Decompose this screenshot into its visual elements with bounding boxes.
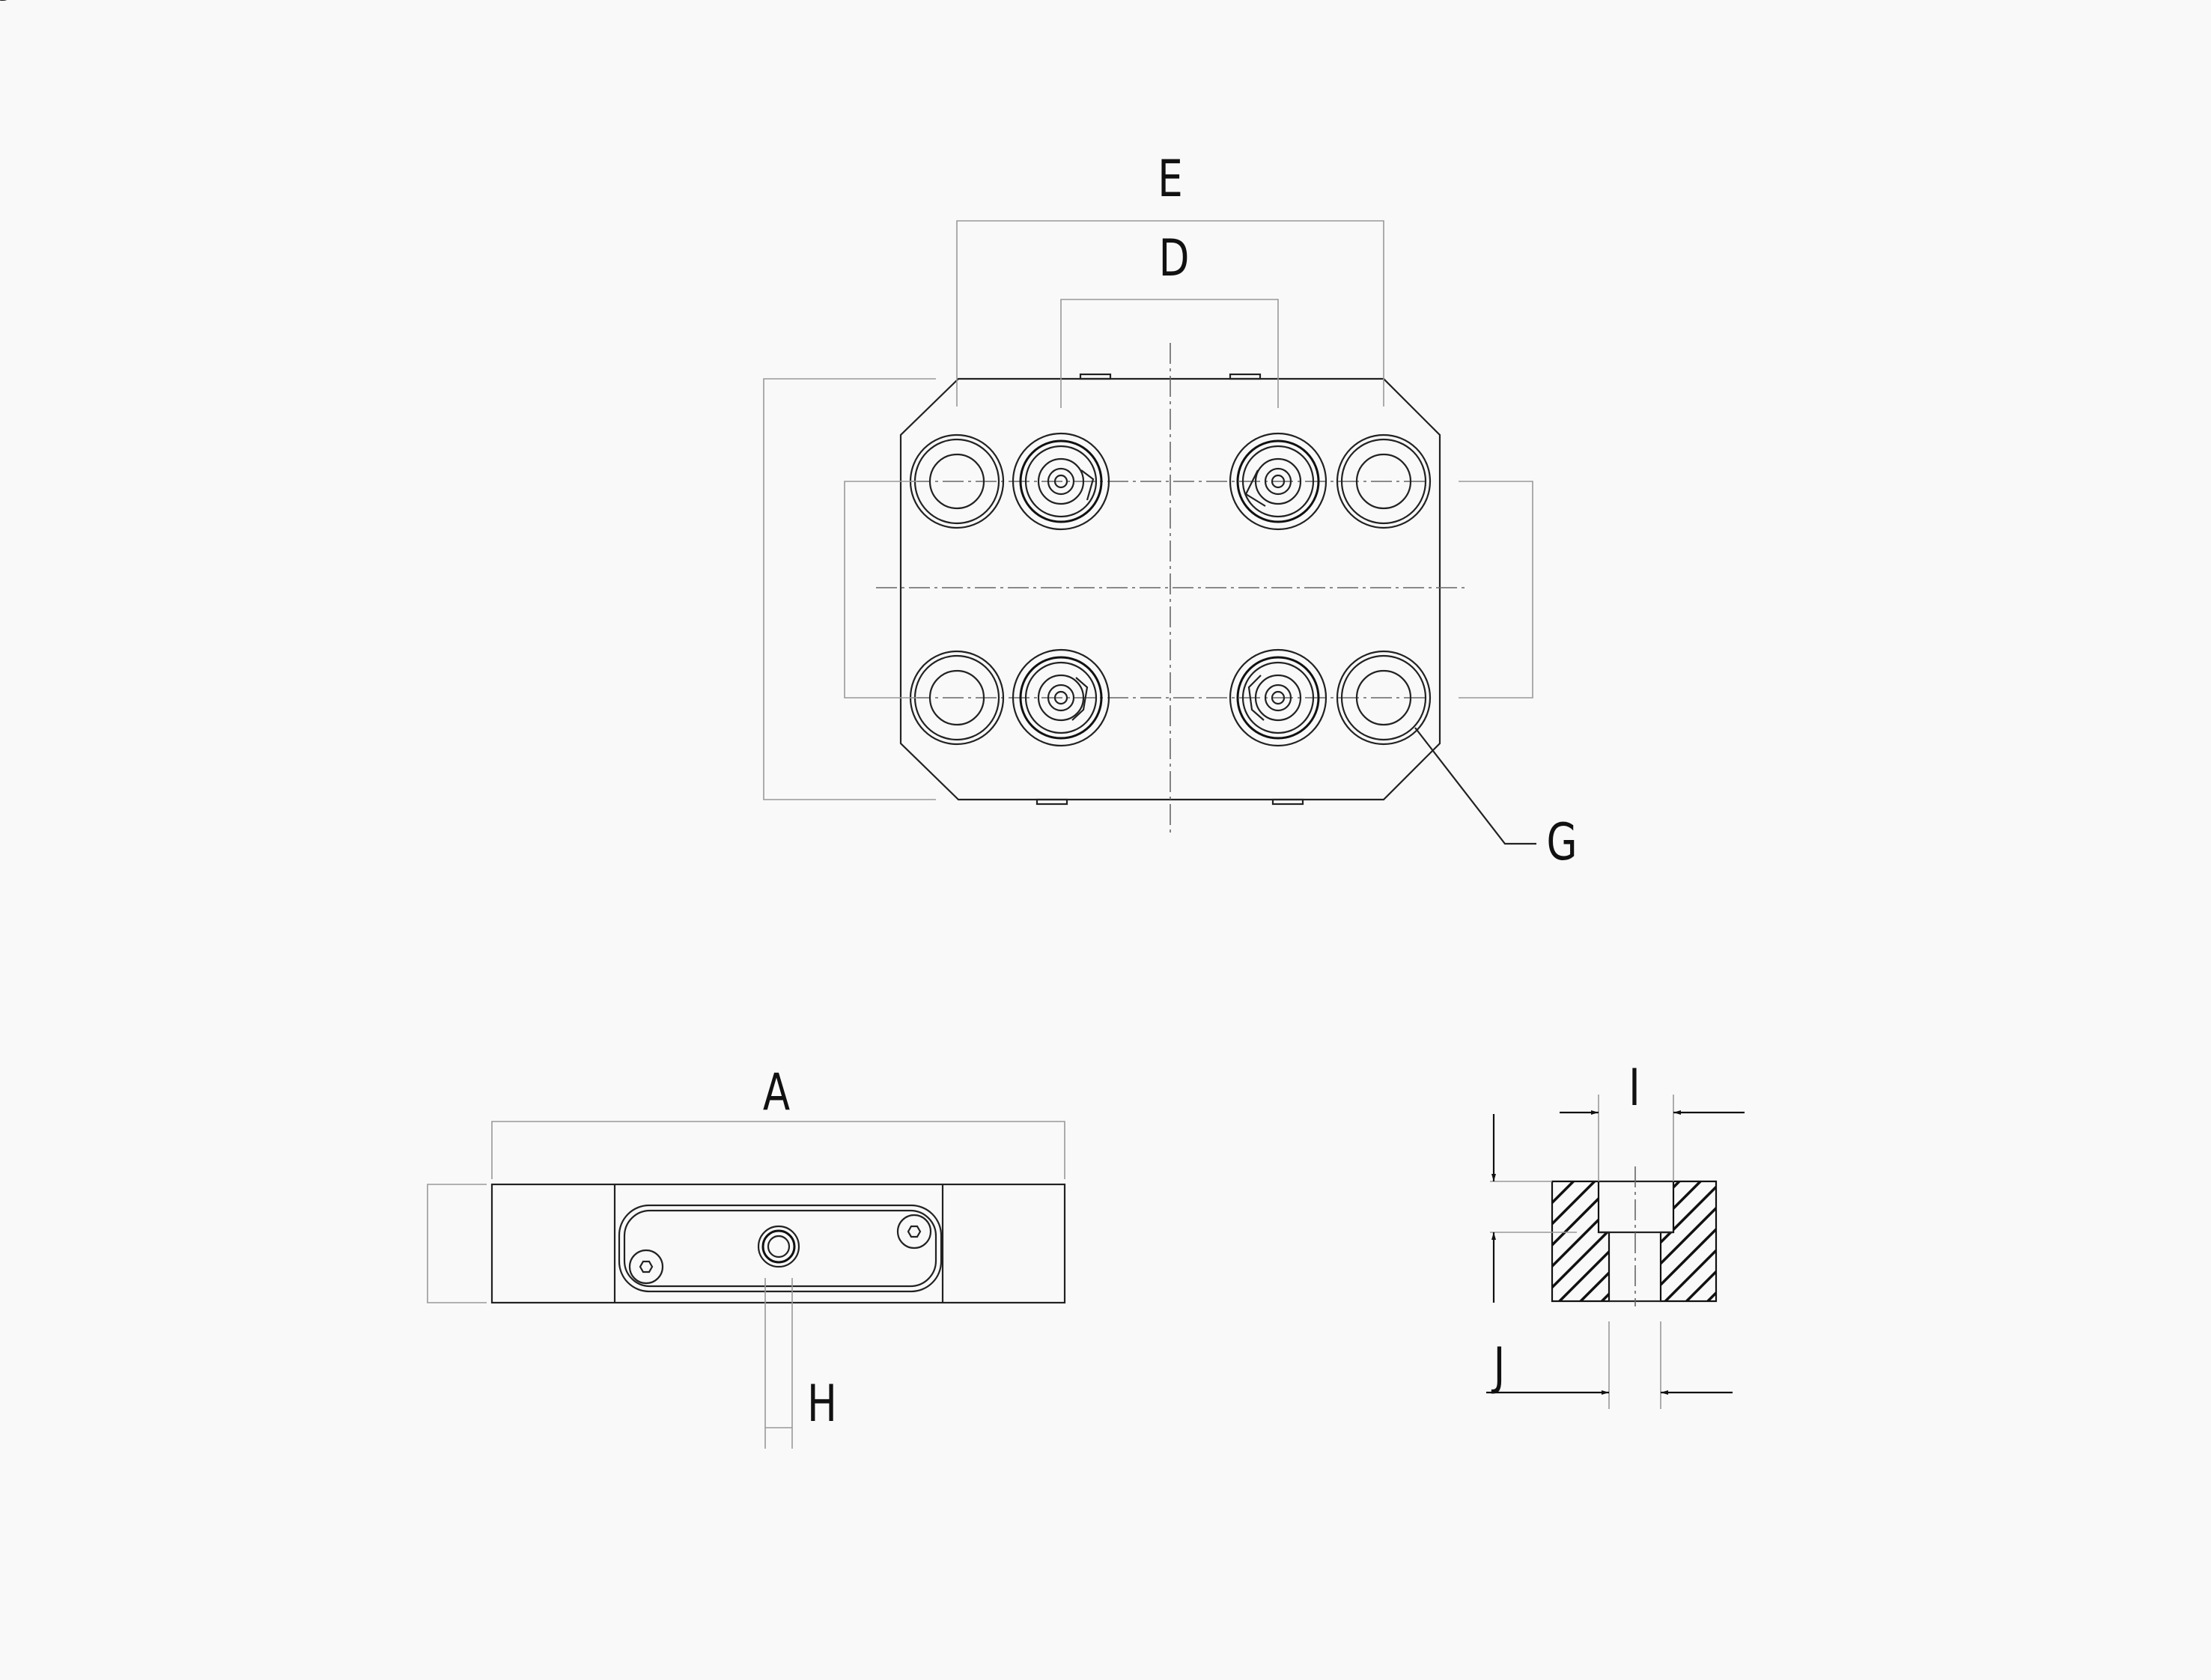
center-pin bbox=[757, 1225, 800, 1268]
top-tab-left bbox=[1079, 373, 1112, 380]
label-G: G bbox=[1546, 813, 1577, 872]
dim-D-left-line bbox=[844, 481, 917, 699]
dim-A-line bbox=[491, 1121, 1065, 1179]
label-A: A bbox=[763, 1063, 791, 1122]
bottom-tab-left bbox=[1035, 798, 1068, 806]
screw-right-icon bbox=[896, 1214, 932, 1250]
dim-E-line bbox=[956, 220, 1384, 407]
top-view bbox=[763, 220, 1536, 845]
label-K: K bbox=[0, 0, 14, 13]
dim-C-line bbox=[427, 1184, 487, 1303]
pin-top-right bbox=[1229, 432, 1327, 531]
label-I: I bbox=[1628, 1059, 1640, 1118]
label-D-left: D bbox=[0, 0, 15, 13]
pin-bottom-right bbox=[1229, 648, 1327, 747]
bore-bottom-right bbox=[1336, 650, 1432, 746]
screw-left-icon bbox=[628, 1249, 664, 1285]
pin-top-left bbox=[1012, 432, 1110, 531]
dim-H-line bbox=[764, 1278, 793, 1449]
section-hatch-right bbox=[1659, 1180, 1718, 1303]
bottom-tab-right bbox=[1271, 798, 1304, 806]
slot-inner bbox=[623, 1209, 937, 1288]
top-view-outline bbox=[899, 377, 1441, 801]
leader-G bbox=[1414, 727, 1536, 845]
label-F: F bbox=[0, 0, 11, 13]
section-hatch-left bbox=[1551, 1180, 1611, 1303]
front-view-outline bbox=[490, 1183, 1066, 1304]
label-J: J bbox=[1491, 1337, 1505, 1396]
label-D-top: D bbox=[1159, 229, 1190, 288]
label-C: C bbox=[0, 0, 14, 13]
front-view bbox=[427, 1121, 1066, 1449]
label-E: E bbox=[1158, 150, 1183, 209]
bore-top-right bbox=[1336, 433, 1432, 529]
pin-bottom-left bbox=[1012, 648, 1110, 747]
section-view bbox=[1486, 1095, 1745, 1409]
label-H: H bbox=[807, 1375, 837, 1434]
slot-outer bbox=[618, 1204, 943, 1293]
dim-F-line bbox=[1459, 481, 1533, 699]
label-B: B bbox=[0, 0, 13, 13]
dim-D-top-line bbox=[1060, 299, 1279, 408]
dim-B-line bbox=[763, 378, 936, 800]
top-tab-right bbox=[1229, 373, 1262, 380]
